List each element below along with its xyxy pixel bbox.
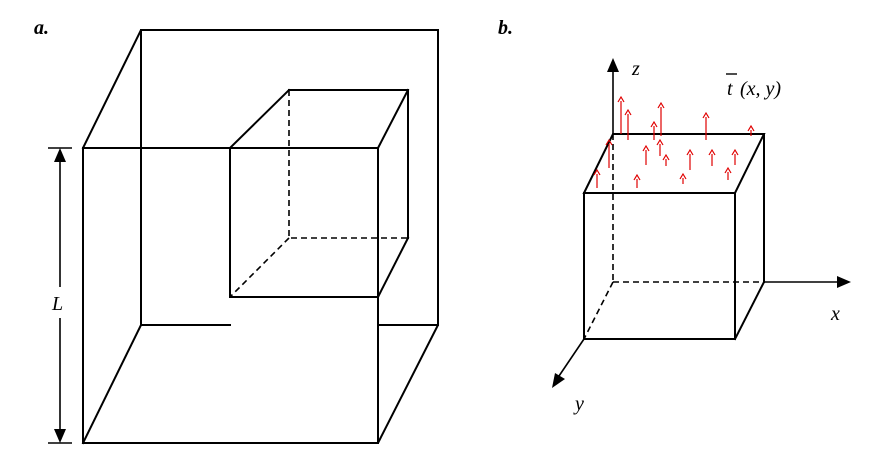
y-axis-line xyxy=(558,338,585,377)
panel-a-label: a. xyxy=(34,17,49,39)
cube-hidden-depth xyxy=(583,281,614,340)
cube-front-face xyxy=(583,192,736,340)
dimension-arrow-up-icon xyxy=(54,148,66,162)
traction-arrow-head-icon xyxy=(657,101,665,109)
panel-b: b. z x y t (x, y) xyxy=(498,17,851,415)
traction-arrow-head-icon xyxy=(605,138,613,146)
traction-arrow xyxy=(724,166,732,180)
outer-cube-silhouette xyxy=(81,29,439,444)
inner-top-left-depth xyxy=(228,88,291,150)
outer-back-left-edges xyxy=(140,29,231,326)
traction-arrow-head-icon xyxy=(633,173,641,181)
dimension-arrow-down-icon xyxy=(54,429,66,443)
traction-arrows xyxy=(593,95,755,188)
panel-a: a. L xyxy=(34,17,439,445)
panel-b-label: b. xyxy=(498,17,513,39)
traction-arrow-head-icon xyxy=(624,108,632,116)
x-axis-arrow-icon xyxy=(837,276,851,288)
traction-arrow xyxy=(656,138,664,156)
loaded-cube xyxy=(582,133,766,341)
traction-arrow xyxy=(624,108,632,140)
traction-args: (x, y) xyxy=(740,78,781,100)
outer-bottom-left-depth xyxy=(81,323,143,445)
z-axis-arrow-icon xyxy=(607,58,619,72)
traction-arrow xyxy=(708,148,716,166)
axes: z x y xyxy=(552,58,851,415)
traction-label: t (x, y) xyxy=(726,73,781,100)
traction-arrow xyxy=(731,148,739,165)
traction-arrow xyxy=(702,111,710,140)
traction-symbol: t xyxy=(727,78,733,100)
outer-cube xyxy=(81,29,439,445)
traction-arrow-head-icon xyxy=(724,166,732,174)
traction-arrow xyxy=(679,172,687,184)
cube-bottom-right-depth xyxy=(733,280,766,341)
traction-arrow xyxy=(657,101,665,136)
y-axis-arrow-icon xyxy=(552,373,565,388)
traction-arrow xyxy=(642,144,650,165)
traction-arrow-head-icon xyxy=(642,144,650,152)
inner-hidden-depth xyxy=(229,237,290,298)
inner-hidden-edges xyxy=(288,90,408,239)
x-axis-label: x xyxy=(830,303,840,325)
traction-arrow-head-icon xyxy=(617,95,625,103)
traction-arrow-head-icon xyxy=(662,153,670,161)
z-axis-label: z xyxy=(631,58,640,80)
traction-arrow-head-icon xyxy=(747,124,755,132)
traction-arrow-head-icon xyxy=(679,172,687,180)
traction-arrow xyxy=(686,148,694,170)
traction-arrow-head-icon xyxy=(708,148,716,156)
inner-top-right-depth xyxy=(376,88,410,150)
traction-arrow-head-icon xyxy=(650,120,658,128)
traction-arrow xyxy=(650,120,658,140)
dimension-L: L xyxy=(48,147,72,444)
traction-arrow-head-icon xyxy=(656,138,664,146)
dimension-label: L xyxy=(51,293,63,315)
traction-arrow xyxy=(633,173,641,188)
traction-arrow xyxy=(593,168,601,188)
traction-arrow xyxy=(747,124,755,136)
inner-bottom-right-depth xyxy=(376,236,410,299)
inner-cube-front xyxy=(229,147,379,298)
traction-arrow xyxy=(605,138,613,168)
y-axis-label: y xyxy=(573,393,584,415)
traction-arrow-head-icon xyxy=(593,168,601,176)
traction-arrow-head-icon xyxy=(702,111,710,119)
traction-arrow xyxy=(662,153,670,166)
traction-arrow xyxy=(617,95,625,134)
traction-arrow-head-icon xyxy=(731,148,739,156)
traction-arrow-head-icon xyxy=(686,148,694,156)
